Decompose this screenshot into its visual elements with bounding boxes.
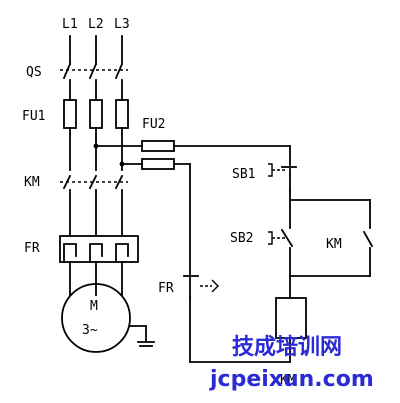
km-aux-contact <box>289 199 374 277</box>
label-l1: L1 <box>62 17 78 32</box>
label-sb2: SB2 <box>230 231 253 246</box>
label-qs: QS <box>26 65 42 80</box>
label-l3: L3 <box>114 17 130 32</box>
label-km-coil: KM <box>280 373 296 388</box>
label-km-aux: KM <box>326 237 342 252</box>
motor <box>61 283 155 353</box>
start-button-sb2 <box>268 228 294 299</box>
label-fu2: FU2 <box>142 117 165 132</box>
watermark-chinese: 技成培训网 <box>232 334 342 360</box>
phase-line-l3 <box>114 35 124 296</box>
control-feed <box>93 143 143 167</box>
label-fr-contact: FR <box>158 281 174 296</box>
fuse-fu1 <box>63 99 129 129</box>
label-sb1: SB1 <box>232 167 255 182</box>
label-motor-phase: 3~ <box>82 323 98 338</box>
label-fr-main: FR <box>24 241 40 256</box>
thermal-relay-fr <box>59 235 139 263</box>
label-motor-m: M <box>90 299 98 314</box>
control-return <box>173 163 291 363</box>
fr-nc-contact <box>183 275 219 299</box>
label-l2: L2 <box>88 17 104 32</box>
km-coil <box>275 297 307 339</box>
watermark-url: jcpeixun.com <box>209 367 374 392</box>
phase-line-l2 <box>88 35 98 296</box>
label-fu1: FU1 <box>22 109 45 124</box>
fuse-fu2 <box>141 140 175 170</box>
stop-button-sb1 <box>268 163 297 191</box>
label-km-main: KM <box>24 175 40 190</box>
